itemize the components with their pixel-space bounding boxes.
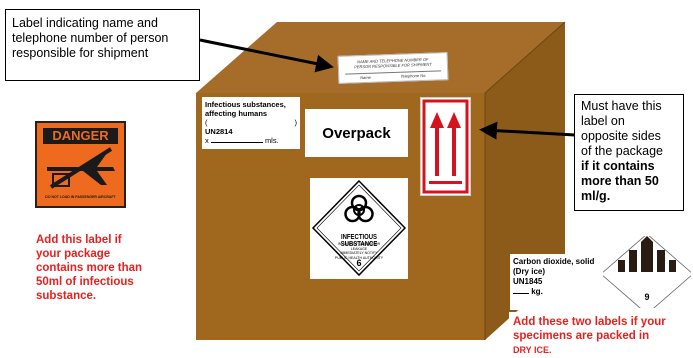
danger-note-line3: contains more than [36,262,143,274]
biohazard-class: 6 [356,258,362,268]
orientation-callout-line3: opposite sides [581,129,661,143]
orientation-callout-line2: label on [581,114,625,128]
orientation-callout-bold1: if it contains [581,159,655,173]
danger-footer: DO NOT LOAD IN PASSENGER AIRCRAFT [45,195,116,199]
aircraft-icon [47,147,115,189]
danger-note-line4: 50ml of infectious [36,276,134,288]
orientation-callout-line1: Must have this [581,99,662,113]
class-9-diamond [600,233,693,315]
overpack-text: Overpack [322,124,391,142]
danger-note-line5: substance. [36,290,97,302]
shipper-callout-text: Label indicating name and telephone numb… [12,16,169,60]
orientation-callout: Must have this label on opposite sides o… [574,94,684,211]
danger-label: DANGER DO NOT LOAD IN PASSENGER AIRCRAFT [35,121,126,208]
danger-note-line2: your package [36,248,111,260]
orientation-label [420,97,471,196]
biohazard-diamond [311,179,407,277]
up-arrows-icon [422,99,469,194]
dry-ice-line1: Carbon dioxide, solid [513,257,595,266]
infectious-label-qty-prefix: x [205,136,209,145]
biohazard-title: INFECTIOUS SUBSTANCE [340,234,378,248]
infectious-label-un: UN2814 [205,127,233,136]
class-9-number: 9 [644,292,650,302]
dry-ice-note: Add these two labels if your specimens a… [513,315,693,357]
dry-ice-un: UN1845 [513,277,543,286]
dry-ice-qty-unit: kg. [531,287,543,296]
infectious-label-line2: affecting humans [205,109,268,118]
orientation-callout-line4: of the package [581,144,664,158]
dry-ice-line2: (Dry ice) [513,267,546,276]
biohazard-small-3: PUBLIC HEALTH AUTHORITY [334,255,384,260]
orientation-callout-bold2: more than 50 [581,174,659,188]
danger-label-note: Add this label if your package contains … [36,233,156,303]
biohazard-icon [344,194,374,223]
dry-ice-note-line2: specimens are packed in [513,330,650,342]
danger-note-line1: Add this label if [36,234,122,246]
class-9-label: 9 [600,233,693,315]
infectious-label-paren-open: ( [205,118,208,127]
biohazard-label: INFECTIOUS SUBSTANCE IN CASE OF DAMAGE O… [310,178,408,279]
infectious-label-qty-unit: mls. [264,136,279,145]
dry-ice-note-box [509,312,691,357]
infectious-label-line1: Infectious substances, [205,100,286,109]
shipper-callout: Label indicating name and telephone numb… [5,9,200,81]
danger-title-bar: DANGER [43,128,118,144]
overpack-label: Overpack [305,109,408,157]
biohazard-small-1: IN CASE OF DAMAGE OR LEAKAGE [337,242,381,251]
infectious-substance-label: Infectious substances, affecting humans … [202,97,300,149]
danger-title: DANGER [52,128,109,143]
biohazard-small-2: IMMEDIATELY NOTIFY [340,251,378,255]
dry-ice-note-line3: DRY ICE. [513,345,552,355]
infectious-label-paren-close: ) [294,118,298,127]
dry-ice-note-line1: Add these two labels if your [513,316,666,328]
orientation-callout-bold3: ml/g. [581,189,611,203]
dry-ice-label: Carbon dioxide, solid (Dry ice) UN1845 k… [510,254,608,310]
